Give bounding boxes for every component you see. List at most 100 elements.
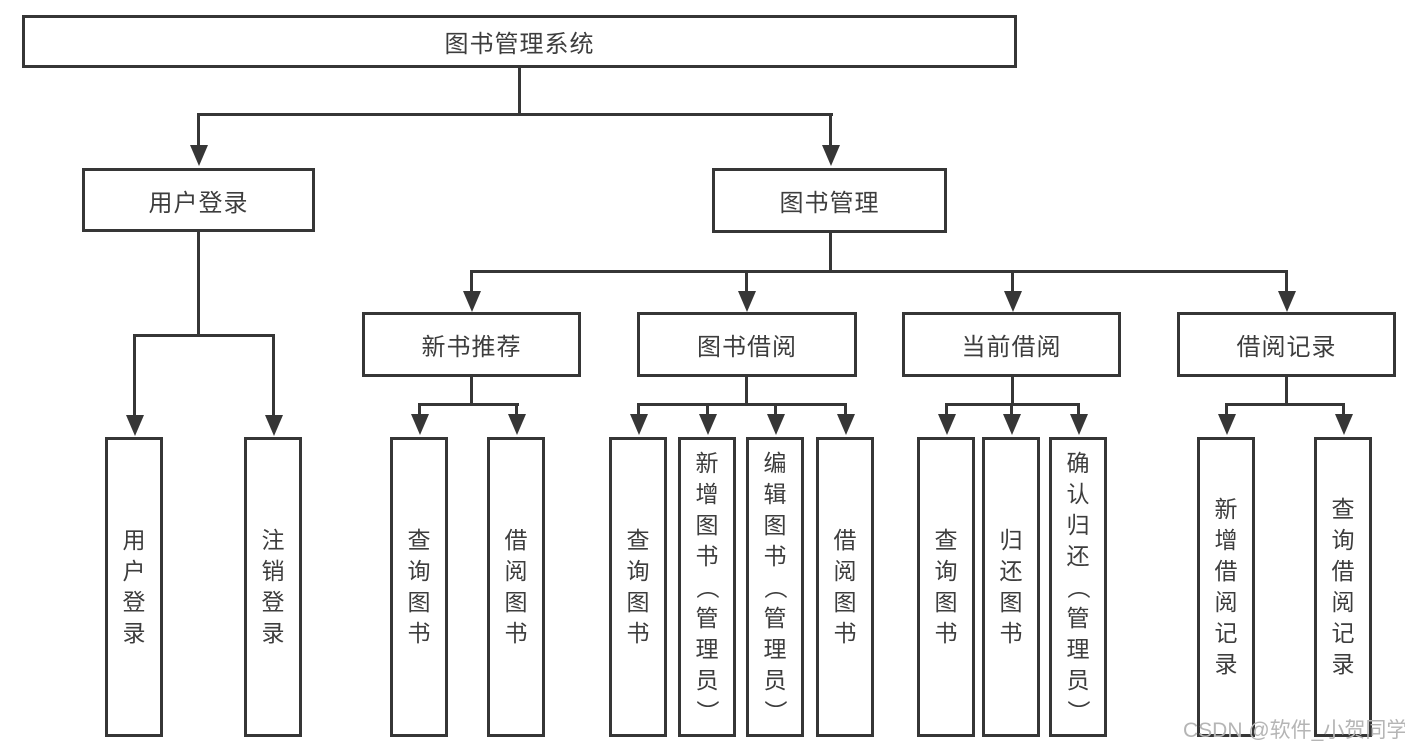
csdn-watermark: CSDN @软件_小贺同学 (1183, 719, 1405, 742)
node-system-root: 图书管理系统 (22, 15, 1017, 68)
vertical-label-char: 理 (1066, 635, 1090, 662)
vertical-label-char: ） (1065, 699, 1092, 723)
node-user-login-label: 用户登录 (148, 189, 249, 217)
vertical-label-char: 查 (626, 527, 650, 553)
arrow-down-icon (745, 270, 748, 291)
arrow-down-icon (1011, 270, 1014, 291)
vertical-label-char: 图 (934, 589, 958, 615)
arrow-down-icon (515, 403, 518, 414)
connector-records-bus (1225, 403, 1344, 406)
node-current-borrowing: 当前借阅 (902, 312, 1121, 377)
leaf-query-books-recommend: 查询图书 (390, 437, 448, 737)
vertical-label-char: （ (1065, 575, 1092, 599)
leaf-add-book-admin: 新增图书（管理员） (678, 437, 736, 737)
node-book-management-label: 图书管理 (779, 190, 880, 217)
connector-recommend-bus (418, 403, 519, 406)
leaf-logout: 注销登录 (244, 437, 302, 737)
leaf-add-borrow-record: 新增借阅记录 (1197, 437, 1255, 737)
node-new-book-recommendation: 新书推荐 (362, 312, 581, 377)
vertical-label-char: 借 (833, 527, 857, 553)
vertical-label-char: 员 (695, 666, 719, 693)
arrow-down-icon (829, 113, 832, 145)
vertical-label-char: 图 (626, 589, 650, 615)
leaf-return-books: 归还图书 (982, 437, 1040, 737)
leaf-user-login: 用户登录 (105, 437, 163, 737)
node-current-borrowing-label: 当前借阅 (961, 334, 1062, 361)
vertical-label-char: 归 (1066, 511, 1090, 538)
vertical-label-char: 借 (1214, 558, 1238, 584)
leaf-borrow-books-recommend: 借阅图书 (487, 437, 545, 737)
vertical-label-char: 归 (999, 527, 1023, 553)
connector-level3-bus (470, 270, 1287, 273)
vertical-label-char: 增 (695, 480, 719, 507)
vertical-label-char: 录 (1331, 651, 1355, 677)
node-borrowing-records-label: 借阅记录 (1236, 334, 1337, 361)
vertical-label-char: 户 (122, 558, 146, 584)
vertical-label-char: 管 (1066, 604, 1090, 631)
vertical-label-char: 认 (1066, 480, 1090, 507)
arrow-down-icon (1010, 403, 1013, 414)
vertical-label-char: 阅 (833, 558, 857, 584)
connector-borrowing-bus (637, 403, 846, 406)
node-user-login: 用户登录 (82, 168, 315, 232)
leaf-query-borrow-record: 查询借阅记录 (1314, 437, 1372, 737)
vertical-label-char: 书 (626, 620, 650, 646)
vertical-label-char: 查 (1331, 496, 1355, 522)
node-new-book-recommendation-label: 新书推荐 (421, 334, 522, 361)
leaf-confirm-return-admin: 确认归还（管理员） (1049, 437, 1107, 737)
arrow-down-icon (197, 113, 200, 145)
vertical-label-char: 新 (1214, 496, 1238, 522)
vertical-label-char: 录 (261, 620, 285, 646)
arrow-down-icon (418, 403, 421, 414)
vertical-label-char: 阅 (1214, 589, 1238, 615)
vertical-label-char: 辑 (763, 480, 787, 507)
arrow-down-icon (844, 403, 847, 414)
connector-recommend-stub (470, 377, 473, 406)
vertical-label-char: 书 (833, 620, 857, 646)
vertical-label-char: 书 (407, 620, 431, 646)
vertical-label-char: 录 (122, 620, 146, 646)
arrow-down-icon (1225, 403, 1228, 414)
vertical-label-char: 记 (1331, 620, 1355, 646)
vertical-label-char: 还 (1066, 542, 1090, 569)
vertical-label-char: ） (762, 699, 789, 723)
node-book-management: 图书管理 (712, 168, 947, 233)
vertical-label-char: 记 (1214, 620, 1238, 646)
vertical-label-char: 图 (407, 589, 431, 615)
vertical-label-char: 阅 (504, 558, 528, 584)
vertical-label-char: 管 (763, 604, 787, 631)
connector-book-mgmt-stub (829, 233, 832, 272)
leaf-query-books-current: 查询图书 (917, 437, 975, 737)
leaf-borrow-books: 借阅图书 (816, 437, 874, 737)
vertical-label-char: 图 (999, 589, 1023, 615)
vertical-label-char: 员 (763, 666, 787, 693)
vertical-label-char: 新 (695, 449, 719, 476)
vertical-label-char: 图 (833, 589, 857, 615)
arrow-down-icon (1342, 403, 1345, 414)
leaf-query-books-borrow: 查询图书 (609, 437, 667, 737)
vertical-label-char: ） (694, 699, 721, 723)
arrow-down-icon (470, 270, 473, 291)
vertical-label-char: 用 (122, 527, 146, 553)
vertical-label-char: 借 (504, 527, 528, 553)
connector-records-stub (1285, 377, 1288, 406)
arrow-down-icon (774, 403, 777, 414)
vertical-label-char: 书 (695, 542, 719, 569)
vertical-label-char: 询 (1331, 527, 1355, 553)
arrow-down-icon (706, 403, 709, 414)
node-system-root-label: 图书管理系统 (444, 31, 595, 58)
arrow-down-icon (1285, 270, 1288, 291)
vertical-label-char: 理 (763, 635, 787, 662)
vertical-label-char: 管 (695, 604, 719, 631)
vertical-label-char: 询 (626, 558, 650, 584)
vertical-label-char: 确 (1066, 449, 1090, 476)
vertical-label-char: 编 (763, 449, 787, 476)
connector-current-stub (1011, 377, 1014, 406)
vertical-label-char: 图 (763, 511, 787, 538)
vertical-label-char: 书 (504, 620, 528, 646)
vertical-label-char: 书 (763, 542, 787, 569)
vertical-label-char: 注 (261, 527, 285, 553)
vertical-label-char: 录 (1214, 651, 1238, 677)
vertical-label-char: （ (762, 575, 789, 599)
